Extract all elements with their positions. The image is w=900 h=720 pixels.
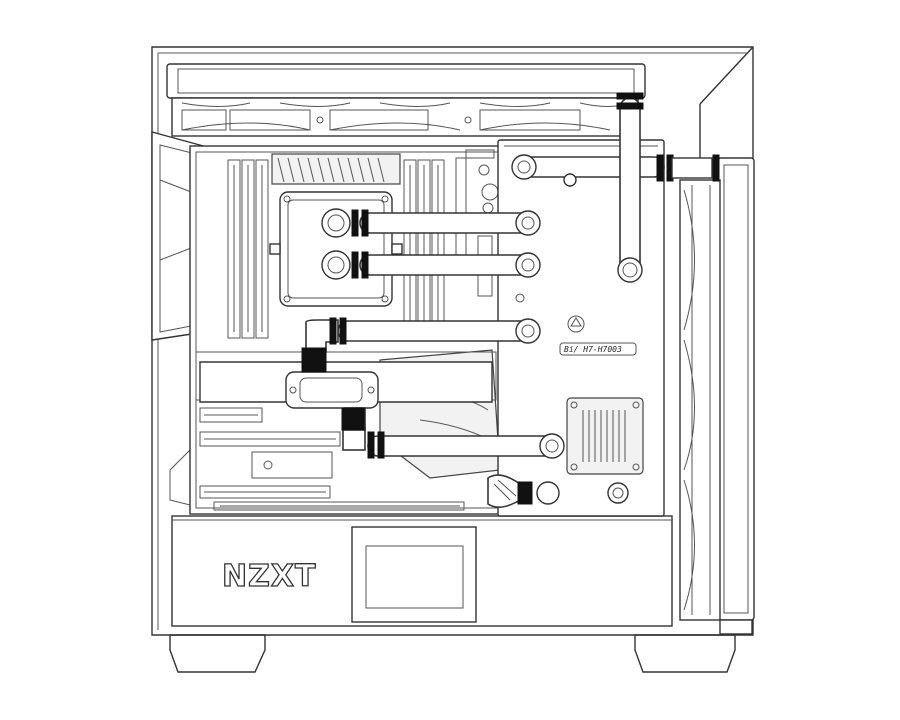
tube-vertical-top [619, 97, 641, 277]
distro-logo-icon [567, 315, 585, 333]
distro-plate-label: Bi/ H7-H7003 [564, 345, 622, 354]
psu-shroud: NZXT [171, 515, 673, 627]
case-foot-left [169, 634, 266, 673]
pcie-slots [199, 407, 341, 499]
vrm-heatsink [271, 153, 401, 185]
gpu-water-block [199, 361, 493, 409]
ram-slots-left [227, 159, 269, 339]
heatsink-fins-icon [566, 397, 644, 475]
tube-cpu-lower [359, 254, 533, 276]
hard-tubing [305, 97, 665, 508]
nzxt-logo: NZXT [222, 559, 316, 594]
case-foot-right [634, 634, 736, 673]
front-radiator [679, 157, 755, 635]
tube-cpu-upper [359, 212, 533, 234]
top-fan-rail [166, 63, 646, 137]
ram-slots-right [403, 159, 445, 339]
tube-gpu-bottom [367, 435, 559, 457]
compression-fittings [301, 92, 720, 505]
shroud-display-panel [351, 526, 477, 623]
tube-gpu-top [337, 320, 533, 342]
